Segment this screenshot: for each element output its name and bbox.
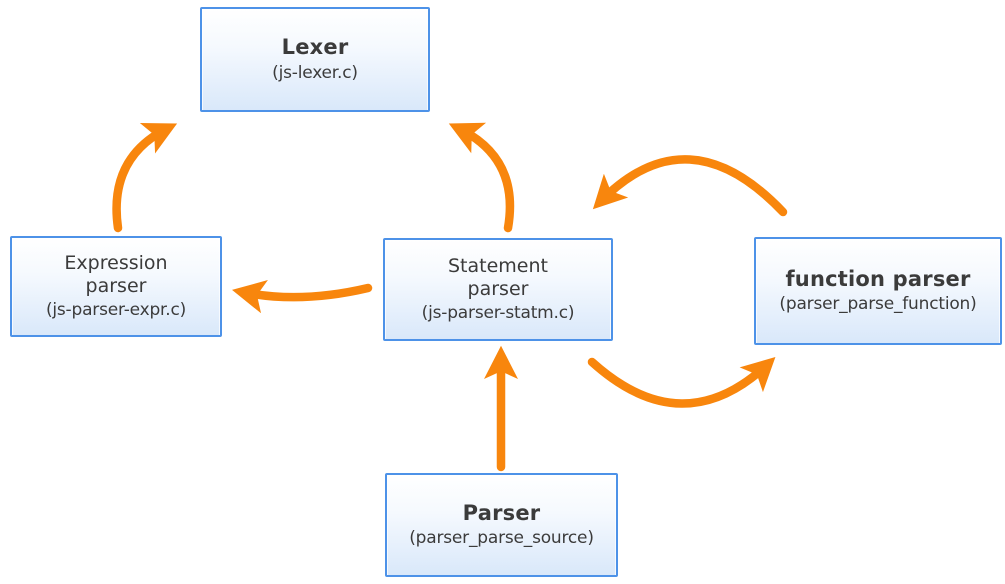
node-parser-subtitle: (parser_parse_source) bbox=[409, 528, 594, 549]
node-expression-parser-subtitle: (js-parser-expr.c) bbox=[45, 300, 187, 321]
edge-statement-to-lexer bbox=[448, 122, 515, 233]
node-lexer: Lexer (js-lexer.c) bbox=[200, 7, 430, 112]
node-parser-title: Parser bbox=[462, 500, 541, 525]
node-statement-parser-subtitle: (js-parser-statm.c) bbox=[421, 303, 575, 324]
node-statement-parser-title-line1: Statement bbox=[448, 254, 548, 277]
node-function-parser-subtitle: (parser_parse_function) bbox=[779, 294, 977, 315]
node-expression-parser: Expression parser (js-parser-expr.c) bbox=[10, 236, 222, 337]
node-parser: Parser (parser_parse_source) bbox=[385, 473, 618, 577]
node-statement-parser: Statement parser (js-parser-statm.c) bbox=[383, 238, 613, 341]
node-statement-parser-title-line2: parser bbox=[467, 278, 529, 301]
edge-statement-to-expression bbox=[232, 279, 373, 314]
node-expression-parser-title-line2: parser bbox=[85, 275, 147, 298]
node-lexer-subtitle: (js-lexer.c) bbox=[272, 62, 358, 83]
node-lexer-title: Lexer bbox=[281, 35, 349, 60]
node-function-parser-title: function parser bbox=[785, 266, 971, 291]
node-expression-parser-title-line1: Expression bbox=[64, 251, 168, 274]
edge-function-to-statement bbox=[592, 155, 788, 217]
edge-statement-to-function bbox=[587, 357, 776, 408]
edge-expression-to-lexer bbox=[112, 123, 178, 233]
node-function-parser: function parser (parser_parse_function) bbox=[754, 237, 1002, 345]
